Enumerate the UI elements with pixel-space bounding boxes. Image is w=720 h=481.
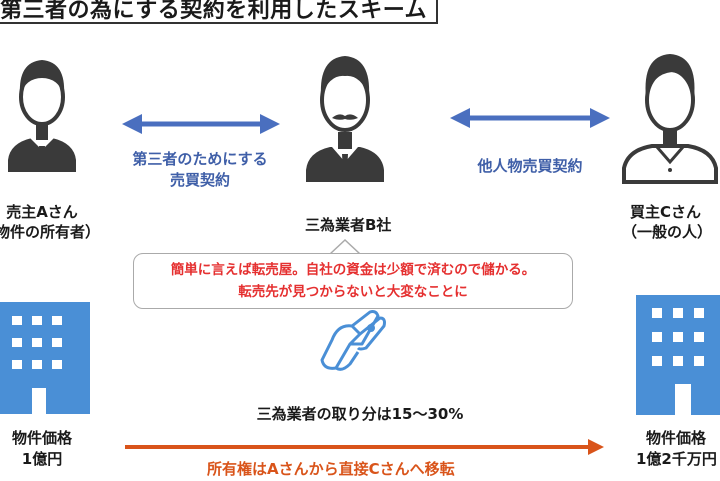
ownership-transfer-text: 所有権はAさんから直接Cさんへ移転 [207,460,455,478]
left-property-label: 物件価格 [11,429,72,447]
dealer-person-icon [306,56,384,182]
right-property-label: 物件価格 [646,429,707,447]
note-line1: 簡単に言えば転売屋。自社の資金は少額で済むので儲かる。 [170,262,536,278]
page-title: 第三者の為にする契約を利用したスキーム [0,0,428,23]
buyer-block: 買主Cさん （一般の人） [622,202,720,242]
dealer-name: 三為業者B社 [305,216,392,234]
seller-person-icon [8,60,76,172]
note-line2: 転売先が見つからないと大変なことに [238,284,468,300]
right-building-icon [636,295,720,415]
left-property-price: 1億円 [21,450,63,468]
left-contract-label: 第三者のためにする 売買契約 [100,149,300,191]
note-callout [133,253,573,309]
buyer-person-icon [622,54,718,184]
left-building-icon [0,302,90,414]
left-contract-line2: 売買契約 [169,171,230,189]
left-property-block: 物件価格 1億円 [0,428,88,470]
seller-block: 売主Aさん （物件の所有者） [0,202,101,242]
callout-pointer [328,238,362,255]
right-contract-label: 他人物売買契約 [477,157,583,175]
left-contract-line1: 第三者のためにする [132,150,268,168]
dealer-share-text: 三為業者の取り分は15〜30% [256,405,464,423]
seller-role: （物件の所有者） [0,223,101,241]
buyer-role: （一般の人） [622,223,713,241]
title-box: 第三者の為にする契約を利用したスキーム [0,0,438,24]
pen-contract-icon [320,310,386,371]
right-property-price: 1億2千万円 [636,450,717,468]
seller-name: 売主Aさん [6,203,78,221]
buyer-name: 買主Cさん [630,203,702,221]
note-text: 簡単に言えば転売屋。自社の資金は少額で済むので儲かる。 転売先が見つからないと大… [133,259,573,303]
right-property-block: 物件価格 1億2千万円 [636,428,720,470]
